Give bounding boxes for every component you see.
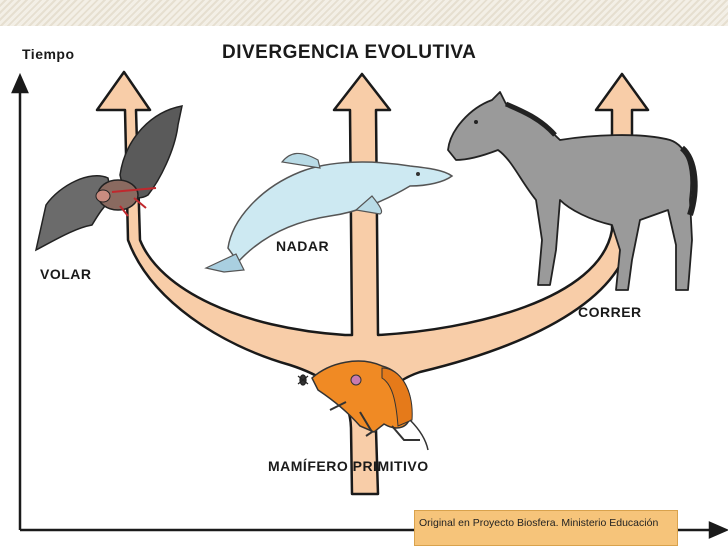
branch-label-nadar: NADAR	[276, 238, 330, 254]
diagram-title: DIVERGENCIA EVOLUTIVA	[222, 42, 477, 63]
insect-illustration	[297, 374, 309, 386]
branch-tree	[95, 70, 650, 496]
bat-illustration	[34, 105, 183, 252]
horse-illustration	[447, 91, 698, 291]
shrew-illustration	[311, 360, 429, 451]
source-credit: Original en Proyecto Biosfera. Ministeri…	[414, 510, 678, 546]
branch-label-volar: VOLAR	[40, 266, 92, 282]
slide-left-margin	[0, 26, 18, 546]
slide-top-border	[0, 0, 728, 26]
root-label-primitive-mammal: MAMÍFERO PRIMITIVO	[268, 458, 429, 474]
dolphin-illustration	[204, 152, 454, 273]
time-axis-label: Tiempo	[22, 46, 75, 62]
branch-label-correr: CORRER	[578, 304, 642, 320]
